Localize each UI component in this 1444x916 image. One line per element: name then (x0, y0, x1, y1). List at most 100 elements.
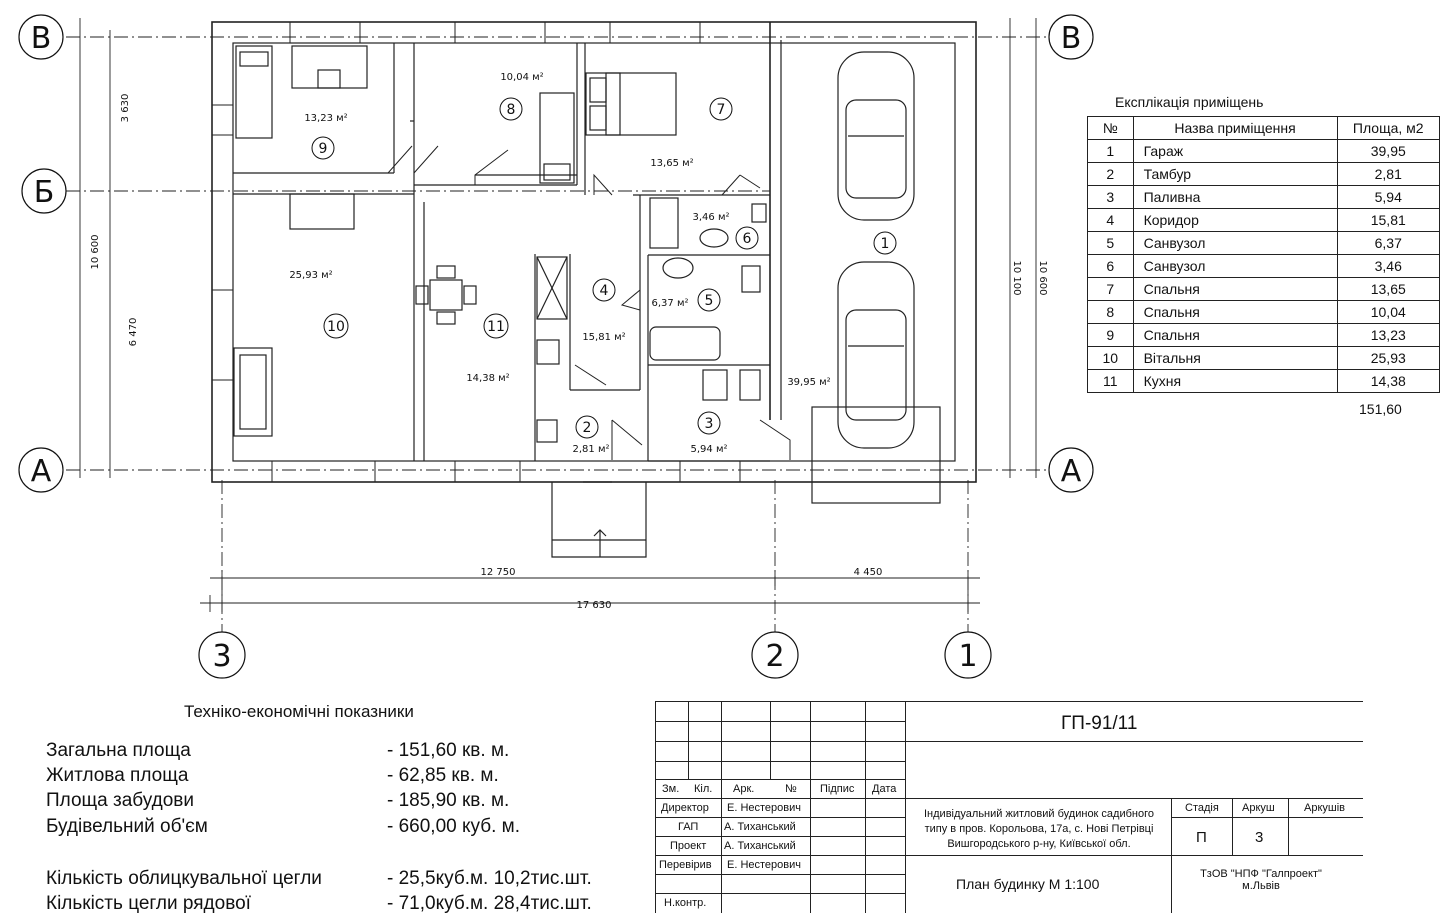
axis-label-3: 3 (212, 639, 231, 674)
room-number-cell: 1 (1087, 139, 1134, 163)
project-description-line: типу в пров. Корольова, 17а, с. Нові Пет… (924, 823, 1154, 835)
tep-label: Кількість цегли рядової (46, 893, 251, 914)
room-area-5: 6,37 м² (652, 298, 689, 309)
drawing-code: ГП-91/11 (1061, 713, 1138, 734)
project-description: Індивідуальний житловий будинок садибног… (908, 807, 1170, 852)
name-project: А. Тиханський (724, 840, 796, 852)
room-area-cell: 2,81 (1336, 162, 1441, 186)
room-number-11: 11 (487, 319, 505, 335)
axis-label-b: Б (34, 175, 55, 210)
tep-row: Житлова площа- 62,85 кв. м. (46, 765, 499, 787)
room-area-cell: 25,93 (1336, 346, 1441, 370)
tep-row: Кількість облицкувальної цегли - 25,5куб.… (46, 868, 592, 890)
inner-wall-outline (232, 42, 956, 462)
role-checked: Перевірив (659, 859, 712, 871)
tep-label: Площа забудови (46, 790, 194, 811)
stage-header: Стадія (1185, 802, 1219, 814)
room-area-8: 10,04 м² (500, 72, 543, 83)
role-director: Директор (661, 802, 709, 814)
room-name-cell: Спальня (1132, 300, 1338, 324)
room-number-10: 10 (327, 319, 345, 335)
tv-stand-icon (289, 193, 355, 230)
room-area-cell: 3,46 (1336, 254, 1441, 278)
washbasin-icon (662, 257, 694, 279)
room-name-cell: Тамбур (1132, 162, 1338, 186)
room-number-7: 7 (717, 102, 726, 118)
room-number-cell: 8 (1087, 300, 1134, 324)
tep-row: Кількість цегли рядової- 71,0куб.м. 28,4… (46, 893, 592, 915)
room-area-cell: 5,94 (1336, 185, 1441, 209)
room-name-cell: Вітальня (1132, 346, 1338, 370)
organization-city: м.Львів (1242, 880, 1280, 892)
dim-bottom-left: 12 750 (481, 567, 516, 578)
dim-left-top: 3 630 (120, 94, 131, 123)
title-block: ГП-91/11 Зм. Кіл. Арк. № Підпис Дата Дир… (655, 701, 1363, 913)
room-area-3: 5,94 м² (691, 444, 728, 455)
dim-right-outer: 10 600 (1037, 261, 1048, 296)
tep-value: - 62,85 кв. м. (387, 765, 499, 786)
stamp-header-sign: Підпис (820, 783, 855, 795)
room-number-cell: 3 (1087, 185, 1134, 209)
room-area-cell: 39,95 (1336, 139, 1441, 163)
room-name-cell: Санвузол (1132, 231, 1338, 255)
col-number-header: № (1087, 116, 1134, 140)
dim-bottom-right: 4 450 (854, 567, 883, 578)
table-header-row: № Назва приміщення Площа, м2 (1087, 116, 1441, 140)
organization-name: ТзОВ "НПФ "Галпроект" (1200, 868, 1322, 880)
tep-value: - 185,90 кв. м. (387, 790, 510, 811)
stamp-header-no: № (785, 783, 797, 795)
tep-row: Будівельний об'єм- 660,00 куб. м. (46, 816, 520, 838)
room-name-cell: Санвузол (1132, 254, 1338, 278)
room-area-1: 39,95 м² (787, 377, 830, 388)
tep-value: - 151,60 кв. м. (387, 740, 510, 761)
tep-value: - 660,00 куб. м. (387, 816, 521, 837)
room-number-cell: 11 (1087, 369, 1134, 393)
toilet-icon (741, 265, 761, 293)
bed-icon (539, 92, 575, 184)
room-number-cell: 9 (1087, 323, 1134, 347)
room-area-cell: 14,38 (1336, 369, 1441, 393)
room-name-cell: Коридор (1132, 208, 1338, 232)
room-name-cell: Спальня (1132, 277, 1338, 301)
stamp-header-zm: Зм. (662, 783, 680, 795)
sheet-title: План будинку М 1:100 (956, 876, 1100, 892)
tep-label: Загальна площа (46, 740, 191, 761)
tep-label: Кількість облицкувальної цегли (46, 868, 322, 889)
stove-icon (536, 339, 560, 365)
dim-right-inner: 10 100 (1011, 261, 1022, 296)
name-director: Е. Нестерович (727, 802, 801, 814)
room-area-6: 3,46 м² (693, 212, 730, 223)
desk-icon (291, 45, 368, 89)
room-name-cell: Спальня (1132, 323, 1338, 347)
role-gap: ГАП (678, 821, 699, 833)
project-description-line: Індивідуальний житловий будинок садибног… (924, 808, 1154, 820)
room-area-7: 13,65 м² (650, 158, 693, 169)
explication-total: 151,60 (1359, 401, 1402, 417)
room-area-9: 13,23 м² (304, 113, 347, 124)
shower-icon (649, 197, 679, 249)
fridge-icon (536, 256, 568, 320)
tep-value: - 25,5куб.м. 10,2тис.шт. (387, 868, 592, 889)
col-area-header: Площа, м2 (1336, 116, 1441, 140)
room-number-cell: 5 (1087, 231, 1134, 255)
dim-bottom-total: 17 630 (577, 600, 612, 611)
dimension-lines (79, 18, 1037, 612)
room-number-3: 3 (705, 416, 714, 432)
room-number-cell: 4 (1087, 208, 1134, 232)
sheet-header: Аркуш (1242, 802, 1275, 814)
car-icon (837, 51, 915, 221)
axis-label-1: 1 (958, 639, 977, 674)
boiler-icon (739, 369, 761, 401)
axis-label-a: А (31, 454, 52, 489)
bed-icon (235, 45, 273, 139)
axis-label-v: В (1061, 21, 1082, 56)
floor-plan: В В Б А А 3 2 1 3 630 6 470 10 600 10 10… (18, 14, 1094, 679)
